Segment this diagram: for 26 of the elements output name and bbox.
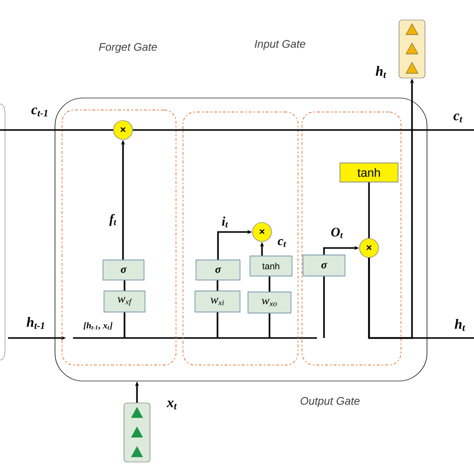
signal-label: c$_{t-1}$ bbox=[31, 108, 48, 116]
gate-title: Forget Gate bbox=[99, 43, 157, 53]
edge-label: c$_{t}$ bbox=[278, 239, 286, 248]
gate-box bbox=[302, 112, 402, 366]
activation-box: tanh bbox=[340, 162, 398, 182]
activation-box: σ bbox=[196, 260, 240, 280]
signal-label: [h$_{t-1}$, x$_{t}$] bbox=[84, 322, 112, 330]
gate-box bbox=[62, 110, 176, 366]
gate-title: Input Gate bbox=[254, 40, 306, 50]
edge-label: i$_{t}$ bbox=[222, 216, 228, 228]
signal-label: c$_{t}$ bbox=[454, 114, 462, 122]
activation-box: σ bbox=[302, 254, 346, 276]
signal-label: h$_{t-1}$ bbox=[26, 317, 44, 329]
signal-label: h$_{t}$ bbox=[454, 319, 466, 331]
cell-box bbox=[54, 98, 428, 382]
activation-box: σ bbox=[102, 260, 144, 280]
edge-label: f$_{t}$ bbox=[109, 214, 116, 226]
activation-box: tanh bbox=[250, 256, 292, 276]
vector-label: x$_{t}$ bbox=[166, 400, 177, 410]
edge-label: O$_{t}$ bbox=[331, 228, 343, 238]
vector-label: h$_{t}$ bbox=[376, 66, 386, 78]
weight-box: w$_{xf}$ bbox=[104, 290, 146, 312]
weight-box: w$_{xi}$ bbox=[194, 290, 240, 312]
gate-box bbox=[182, 112, 298, 366]
weight-box: w$_{xo}$ bbox=[248, 292, 292, 314]
gate-title: Output Gate bbox=[300, 397, 360, 407]
